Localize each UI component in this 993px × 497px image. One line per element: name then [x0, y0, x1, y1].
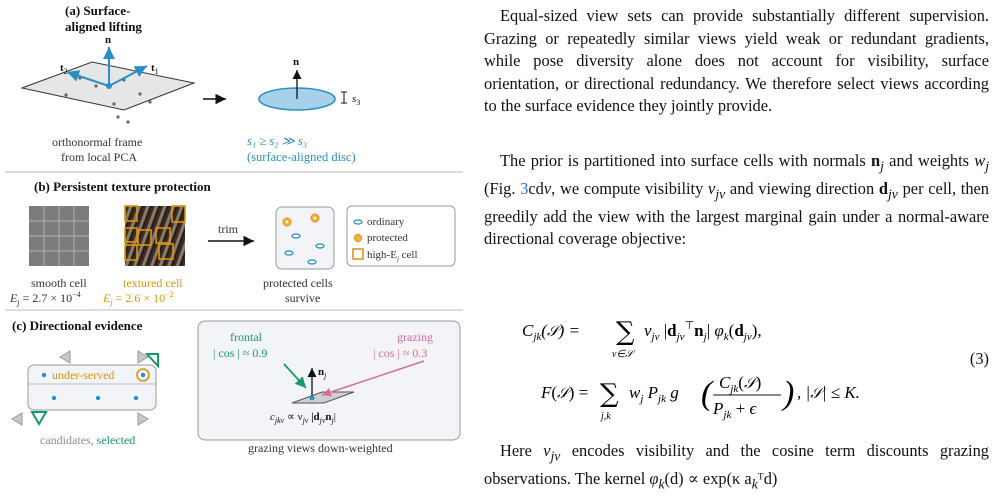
svg-text:Cjk(𝒮) =: Cjk(𝒮) =: [522, 321, 580, 343]
svg-text:Pjk + ϵ: Pjk + ϵ: [712, 399, 757, 421]
equation-number: (3): [969, 349, 989, 368]
figure-ref[interactable]: 3: [520, 178, 529, 198]
panel-c-title: (c) Directional evidence: [12, 318, 143, 333]
equation-block: Cjk(𝒮) = ∑ v∈𝒮 νjv |djv⊤nj| φk(djv), F(𝒮…: [484, 308, 989, 428]
svg-text:νjv |djv⊤nj| φk(djv),: νjv |djv⊤nj| φk(djv),: [644, 320, 762, 343]
panel-c: (c) Directional evidence under-served ca…: [11, 318, 461, 455]
paragraph-1: Equal-sized view sets can provide substa…: [484, 6, 989, 116]
legend-ordinary-label: ordinary: [367, 216, 405, 228]
legend-box: [346, 205, 456, 267]
frame-caption-line1: orthonormal frame: [52, 135, 142, 149]
survive-line1: protected cells: [263, 276, 333, 290]
svg-text:∑: ∑: [616, 317, 635, 347]
candidates-label: candidates, selected: [40, 433, 135, 447]
normal-label: nj: [318, 366, 327, 380]
equation-2-render: F(𝒮) = ∑ j,k wj Pjk g ( Cjk(𝒮) Pjk + ϵ )…: [540, 373, 860, 422]
ordering-caption: (surface-aligned disc): [247, 150, 356, 164]
sample-points: [64, 76, 152, 124]
panel-a-title-line2: aligned lifting: [65, 19, 142, 34]
cosine-caption: grazing views down-weighted: [248, 441, 393, 455]
legend-high-label: high-Ej cell: [367, 249, 418, 263]
legend-protected-icon: [353, 233, 363, 243]
frontal-arrow: [283, 363, 307, 389]
survive-points: [282, 213, 325, 265]
textured-label: textured cell: [123, 276, 183, 290]
underserved-point: [140, 372, 146, 378]
equation-1-render: Cjk(𝒮) = ∑ v∈𝒮 νjv |djv⊤nj| φk(djv),: [522, 317, 762, 360]
smooth-label: smooth cell: [31, 276, 87, 290]
tangent-2-axis: [66, 70, 110, 87]
equation-line-2: F(𝒮) = ∑ j,k wj Pjk g ( Cjk(𝒮) Pjk + ϵ )…: [540, 370, 941, 437]
svg-text:∑: ∑: [600, 379, 619, 409]
grazing-cos: | cos | ≈ 0.3: [373, 346, 427, 360]
figure-panel: (a) Surface- aligned lifting n t2 t1 ort…: [0, 0, 470, 497]
disc-label-s3: s3: [352, 93, 360, 107]
cell-points: [41, 372, 139, 401]
smooth-energy: Ej = 2.7 × 10−4: [9, 290, 81, 307]
smooth-cell-image: [29, 206, 89, 266]
paragraph-2: The prior is partitioned into surface ce…: [484, 151, 990, 249]
frame-caption-line2: from local PCA: [61, 150, 137, 164]
ordering-text: s₁ ≥ s₂ ≫ s₃: [247, 134, 307, 148]
panel-a: (a) Surface- aligned lifting n t2 t1 ort…: [20, 3, 360, 164]
frontal-label: frontal: [230, 330, 263, 344]
label-n: n: [105, 34, 111, 46]
grazing-arrow: [321, 360, 425, 397]
panel-b: (b) Persistent texture protection smooth…: [9, 179, 456, 307]
svg-text:, |𝒮| ≤ K.: , |𝒮| ≤ K.: [797, 383, 860, 402]
textured-energy: Ej = 2.6 × 10−2: [102, 290, 174, 307]
svg-text:j,k: j,k: [599, 411, 611, 422]
legend-ordinary-icon: [353, 219, 363, 225]
underserved-label: under-served: [52, 368, 114, 382]
svg-text:Cjk(𝒮): Cjk(𝒮): [719, 373, 761, 395]
legend-high-icon: [352, 248, 364, 260]
equation-line-1: Cjk(𝒮) = ∑ v∈𝒮 νjv |djv⊤nj| φk(djv),: [522, 310, 902, 367]
selected-view-bottom: [30, 411, 48, 426]
figure-svg: (a) Surface- aligned lifting n t2 t1 ort…: [5, 3, 463, 455]
text-column: Equal-sized view sets can provide substa…: [484, 0, 989, 497]
survive-line2: survive: [285, 291, 320, 305]
surface-strip: [27, 364, 157, 411]
panel-a-title-line1: (a) Surface-: [65, 3, 130, 18]
s3-bracket: [341, 91, 347, 104]
svg-text:): ): [781, 375, 794, 412]
selected-view-top: [144, 353, 159, 369]
underserved-marker: [136, 368, 150, 382]
cell-center: [309, 395, 315, 401]
svg-text:F(𝒮) =: F(𝒮) =: [541, 383, 588, 402]
svg-text:v∈𝒮: v∈𝒮: [612, 349, 636, 360]
candidate-views: [11, 350, 149, 426]
panel-b-title: (b) Persistent texture protection: [34, 179, 212, 194]
legend-protected-label: protected: [367, 232, 408, 244]
textured-cell-image: [124, 205, 186, 266]
frame-origin: [106, 83, 112, 89]
label-t2: t2: [60, 62, 68, 76]
survive-box: [275, 206, 335, 270]
cosine-box: [197, 320, 461, 441]
svg-text:(: (: [701, 375, 715, 412]
paragraph-3: Here νjv encodes visibility and the cosi…: [484, 441, 989, 492]
svg-text:wj Pjk g: wj Pjk g: [629, 383, 679, 405]
trim-label: trim: [218, 222, 239, 236]
grazing-label: grazing: [397, 330, 433, 344]
disc-label-n: n: [293, 56, 299, 68]
tangent-1-axis: [108, 65, 148, 87]
label-t1: t1: [151, 62, 159, 76]
frontal-cos: | cos | ≈ 0.9: [213, 346, 267, 360]
weight-formula: cjkv ∝ νjv |djvnj|: [270, 411, 336, 425]
